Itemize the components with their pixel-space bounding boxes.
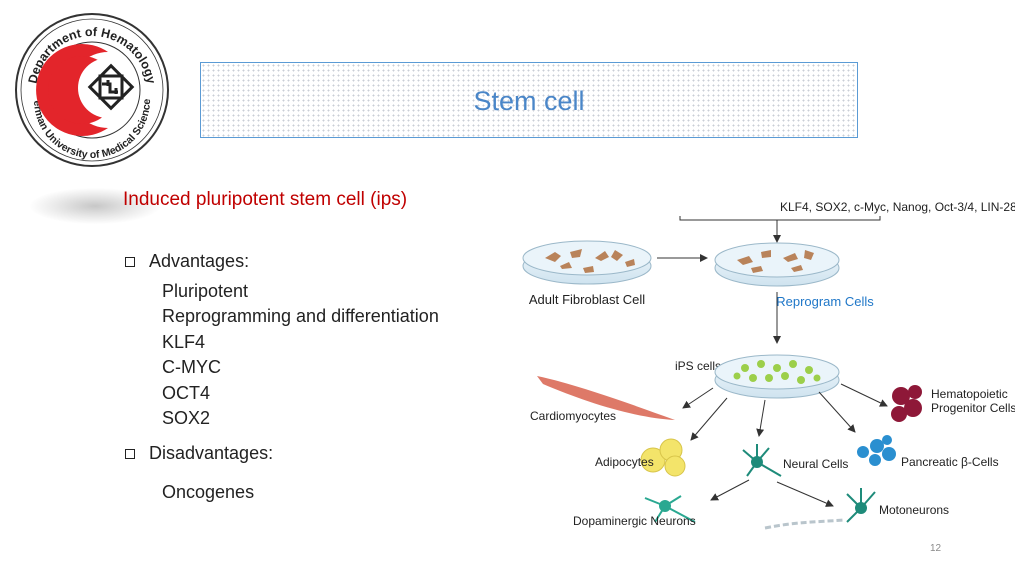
checkbox-bullet-icon [125,256,135,267]
pancreatic-label: Pancreatic β-Cells [901,455,999,469]
hematopoietic-label-2: Progenitor Cells [931,401,1015,415]
neural-cell [742,444,782,477]
fibroblast-dish [522,240,652,285]
decorative-shadow [30,188,160,224]
cardiomyocyte-shape [537,376,675,420]
advantages-bullet: Advantages: [125,251,249,272]
page-number: 12 [930,543,942,554]
advantage-item: C-MYC [162,357,221,377]
advantage-item: Reprogramming and differentiation [162,306,439,326]
title-box: Stem cell [200,62,858,138]
disadvantages-label: Disadvantages: [149,443,274,463]
adipocytes-label: Adipocytes [595,455,654,469]
neural-label: Neural Cells [783,457,848,471]
reprogram-label: Reprogram Cells [776,294,874,309]
cardiomyocytes-label: Cardiomyocytes [530,409,616,423]
dopaminergic-label: Dopaminergic Neurons [573,514,696,528]
advantage-item: Pluripotent [162,281,249,301]
advantage-item: OCT4 [162,383,211,403]
motoneuron [846,488,876,523]
slide-title: Stem cell [473,85,585,116]
checkbox-bullet-icon [125,448,135,459]
motoneurons-label: Motoneurons [879,503,949,517]
adult-fibroblast-label: Adult Fibroblast Cell [529,292,645,307]
reprogram-dish [714,242,840,287]
disadvantage-item: Oncogenes [162,482,255,502]
pancreatic-cells [857,435,896,466]
university-logo: Department of Hematology Kerman Universi… [12,10,169,167]
advantages-label: Advantages: [149,251,250,271]
adipocyte-cells [640,438,686,477]
hematopoietic-label-1: Hematopoietic [931,387,1008,401]
advantage-item: SOX2 [162,408,211,428]
dopaminergic-neuron [644,495,696,523]
disadvantages-bullet: Disadvantages: [125,443,273,464]
advantage-item: KLF4 [162,332,206,352]
slide-subtitle: Induced pluripotent stem cell (ips) [123,189,408,210]
factors-label: KLF4, SOX2, c-Myc, Nanog, Oct-3/4, LIN-2… [780,200,1015,214]
hematopoietic-cells [891,385,922,422]
ips-diagram: KLF4, SOX2, c-Myc, Nanog, Oct-3/4, LIN-2… [522,200,1015,530]
ips-dish [714,354,840,399]
ips-cells-label: iPS cells [675,359,721,373]
